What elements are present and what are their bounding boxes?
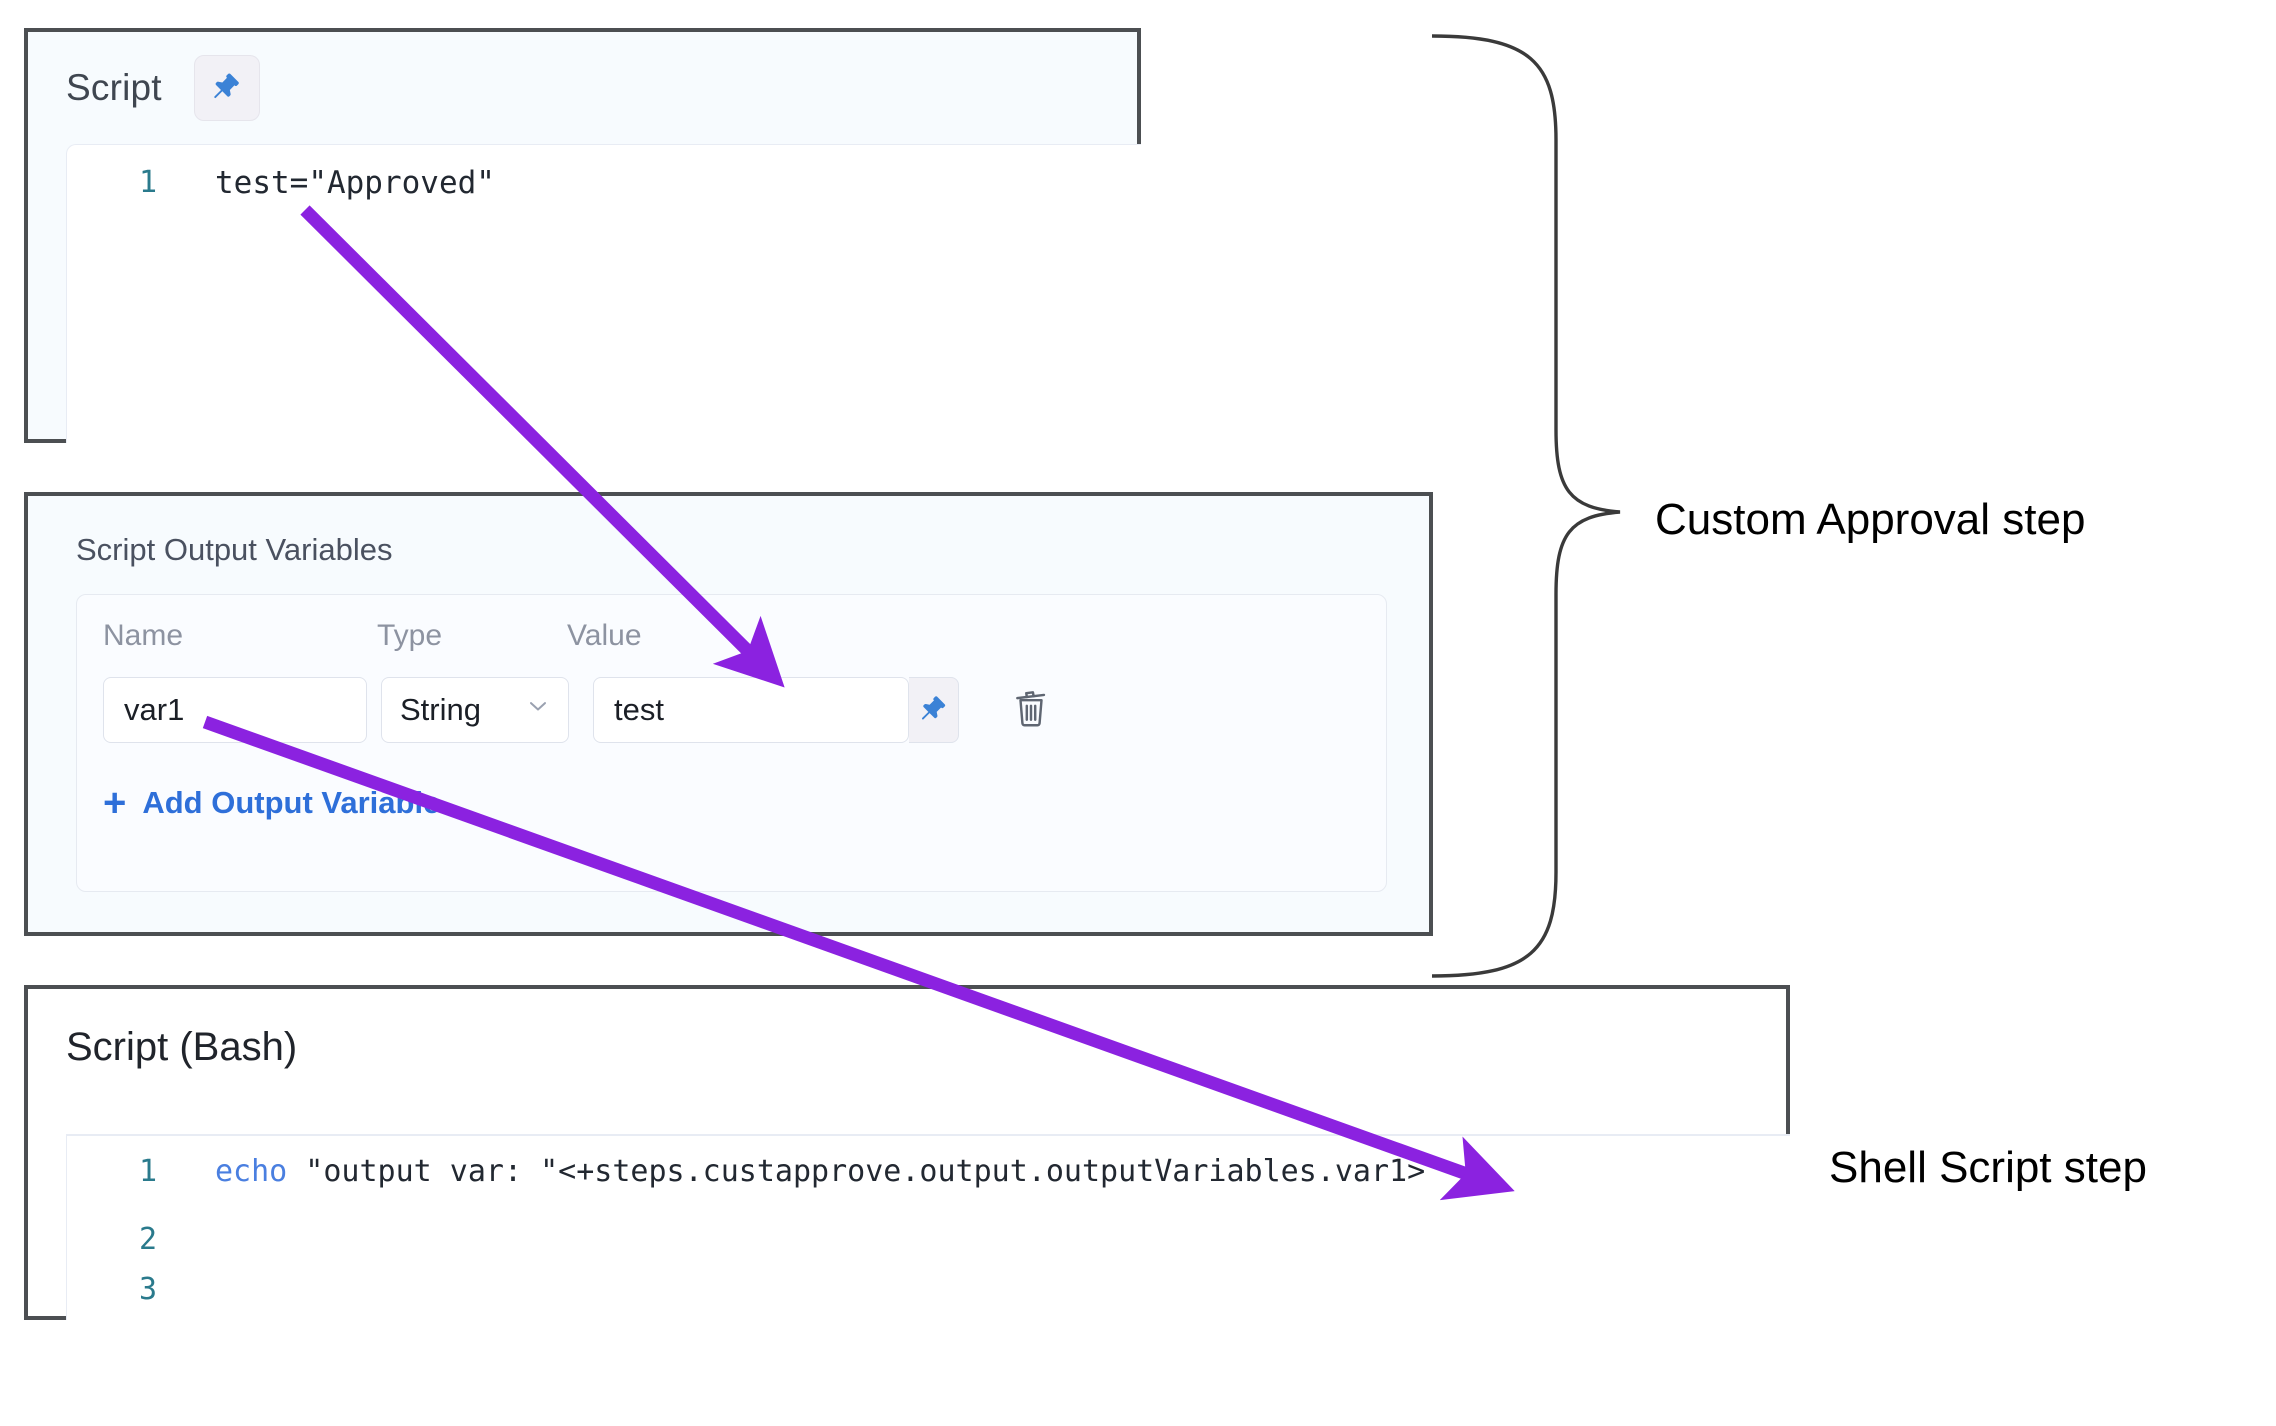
- script-output-variables-title: Script Output Variables: [76, 532, 393, 567]
- table-column-headers: Name Type Value: [77, 619, 1386, 661]
- variable-value-input[interactable]: test: [593, 677, 909, 743]
- script-panel: Script 1 test="Approved": [24, 28, 1141, 443]
- column-header-type: Type: [377, 619, 443, 652]
- bash-script-panel: Script (Bash) 1 echo "output var: "<+ste…: [24, 985, 1790, 1320]
- custom-approval-step-label: Custom Approval step: [1655, 495, 2086, 544]
- curly-brace-icon: [1431, 34, 1621, 978]
- script-panel-header: Script: [28, 32, 1137, 144]
- script-code-editor[interactable]: 1 test="Approved": [66, 144, 1141, 443]
- code-text: test="Approved": [215, 165, 495, 201]
- script-output-variables-panel: Script Output Variables Name Type Value …: [24, 492, 1433, 936]
- code-keyword: echo: [215, 1154, 288, 1189]
- code-line: 3: [67, 1272, 1790, 1320]
- code-remainder: "output var: "<+steps.custapprove.output…: [287, 1154, 1426, 1189]
- pin-icon[interactable]: [909, 677, 959, 743]
- column-header-name: Name: [103, 619, 184, 652]
- code-line: 2: [67, 1222, 1790, 1272]
- line-number: 1: [138, 1154, 157, 1189]
- output-variables-table: Name Type Value var1 String test: [76, 594, 1387, 892]
- column-header-value: Value: [567, 619, 642, 652]
- table-row: var1 String test: [103, 677, 1386, 747]
- trash-icon[interactable]: [1003, 681, 1059, 739]
- add-output-variable-button[interactable]: + Add Output Variable: [103, 783, 440, 823]
- pin-icon[interactable]: [193, 55, 260, 121]
- variable-name-input[interactable]: var1: [103, 677, 367, 743]
- line-number: 2: [138, 1222, 157, 1257]
- code-line: 1 echo "output var: "<+steps.custapprove…: [67, 1136, 1790, 1222]
- bash-code-editor[interactable]: 1 echo "output var: "<+steps.custapprove…: [66, 1134, 1790, 1320]
- variable-type-select[interactable]: String: [381, 677, 569, 743]
- plus-icon: +: [103, 781, 127, 825]
- code-line: 1 test="Approved": [67, 145, 1141, 241]
- code-text: echo "output var: "<+steps.custapprove.o…: [215, 1154, 1425, 1189]
- add-output-variable-label: Add Output Variable: [142, 785, 441, 820]
- variable-type-value: String: [400, 692, 481, 727]
- line-number: 3: [138, 1272, 157, 1307]
- line-number: 1: [138, 165, 157, 200]
- chevron-down-icon: [524, 692, 552, 728]
- bash-script-title: Script (Bash): [66, 1025, 298, 1069]
- shell-script-step-label: Shell Script step: [1829, 1143, 2147, 1192]
- script-panel-title: Script: [66, 67, 162, 108]
